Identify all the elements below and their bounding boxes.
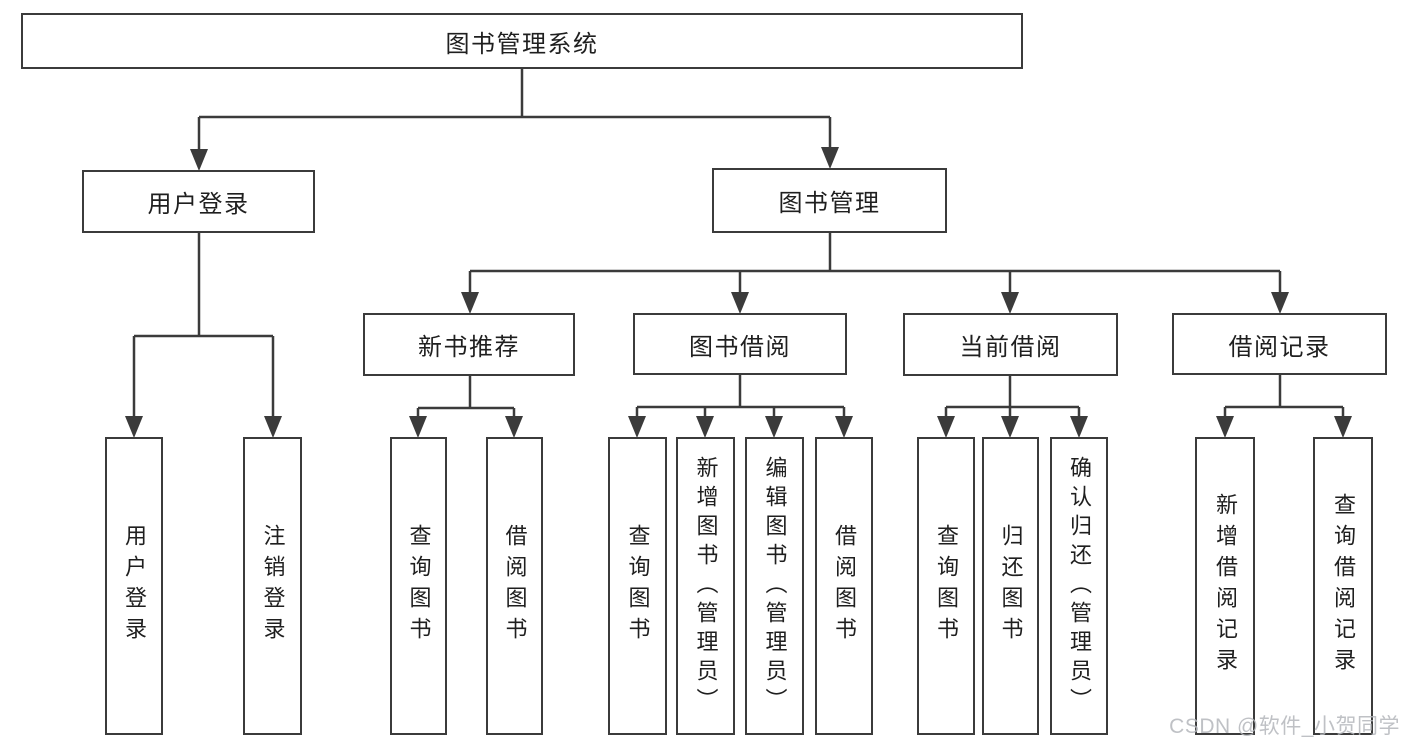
arrow-down-icon	[125, 416, 143, 438]
arrow-down-icon	[731, 292, 749, 314]
arrow-down-icon	[1271, 292, 1289, 314]
leaf-user-login: 用户登录	[105, 437, 163, 735]
arrow-down-icon	[1216, 416, 1234, 438]
arrow-down-icon	[937, 416, 955, 438]
leaf-query-books-current: 查询图书	[917, 437, 975, 735]
arrow-down-icon	[821, 147, 839, 169]
arrow-down-icon	[409, 416, 427, 438]
leaf-query-books-recommend: 查询图书	[390, 437, 447, 735]
leaf-edit-book-admin: 编辑图书（管理员）	[745, 437, 804, 735]
leaf-logout: 注销登录	[243, 437, 302, 735]
leaf-query-borrow-record: 查询借阅记录	[1313, 437, 1373, 735]
arrow-down-icon	[1334, 416, 1352, 438]
leaf-add-book-admin: 新增图书（管理员）	[676, 437, 735, 735]
node-new-book-recommendation: 新书推荐	[363, 313, 575, 376]
arrow-down-icon	[1001, 292, 1019, 314]
leaf-confirm-return-admin: 确认归还（管理员）	[1050, 437, 1108, 735]
node-book-management: 图书管理	[712, 168, 947, 233]
node-user-login: 用户登录	[82, 170, 315, 233]
leaf-query-books-borrowing: 查询图书	[608, 437, 667, 735]
node-current-borrowing: 当前借阅	[903, 313, 1118, 376]
leaf-add-borrow-record: 新增借阅记录	[1195, 437, 1255, 735]
arrow-down-icon	[1001, 416, 1019, 438]
node-root: 图书管理系统	[21, 13, 1023, 69]
arrow-down-icon	[264, 416, 282, 438]
arrow-down-icon	[628, 416, 646, 438]
watermark-text: CSDN @软件_小贺同学	[1169, 715, 1400, 738]
leaf-borrow-books: 借阅图书	[815, 437, 873, 735]
node-borrowing-records: 借阅记录	[1172, 313, 1387, 375]
leaf-return-book: 归还图书	[982, 437, 1039, 735]
arrow-down-icon	[505, 416, 523, 438]
arrow-down-icon	[190, 149, 208, 171]
leaf-borrow-books-recommend: 借阅图书	[486, 437, 543, 735]
arrow-down-icon	[765, 416, 783, 438]
arrow-down-icon	[696, 416, 714, 438]
arrow-down-icon	[1070, 416, 1088, 438]
arrow-down-icon	[835, 416, 853, 438]
node-book-borrowing: 图书借阅	[633, 313, 847, 375]
arrow-down-icon	[461, 292, 479, 314]
